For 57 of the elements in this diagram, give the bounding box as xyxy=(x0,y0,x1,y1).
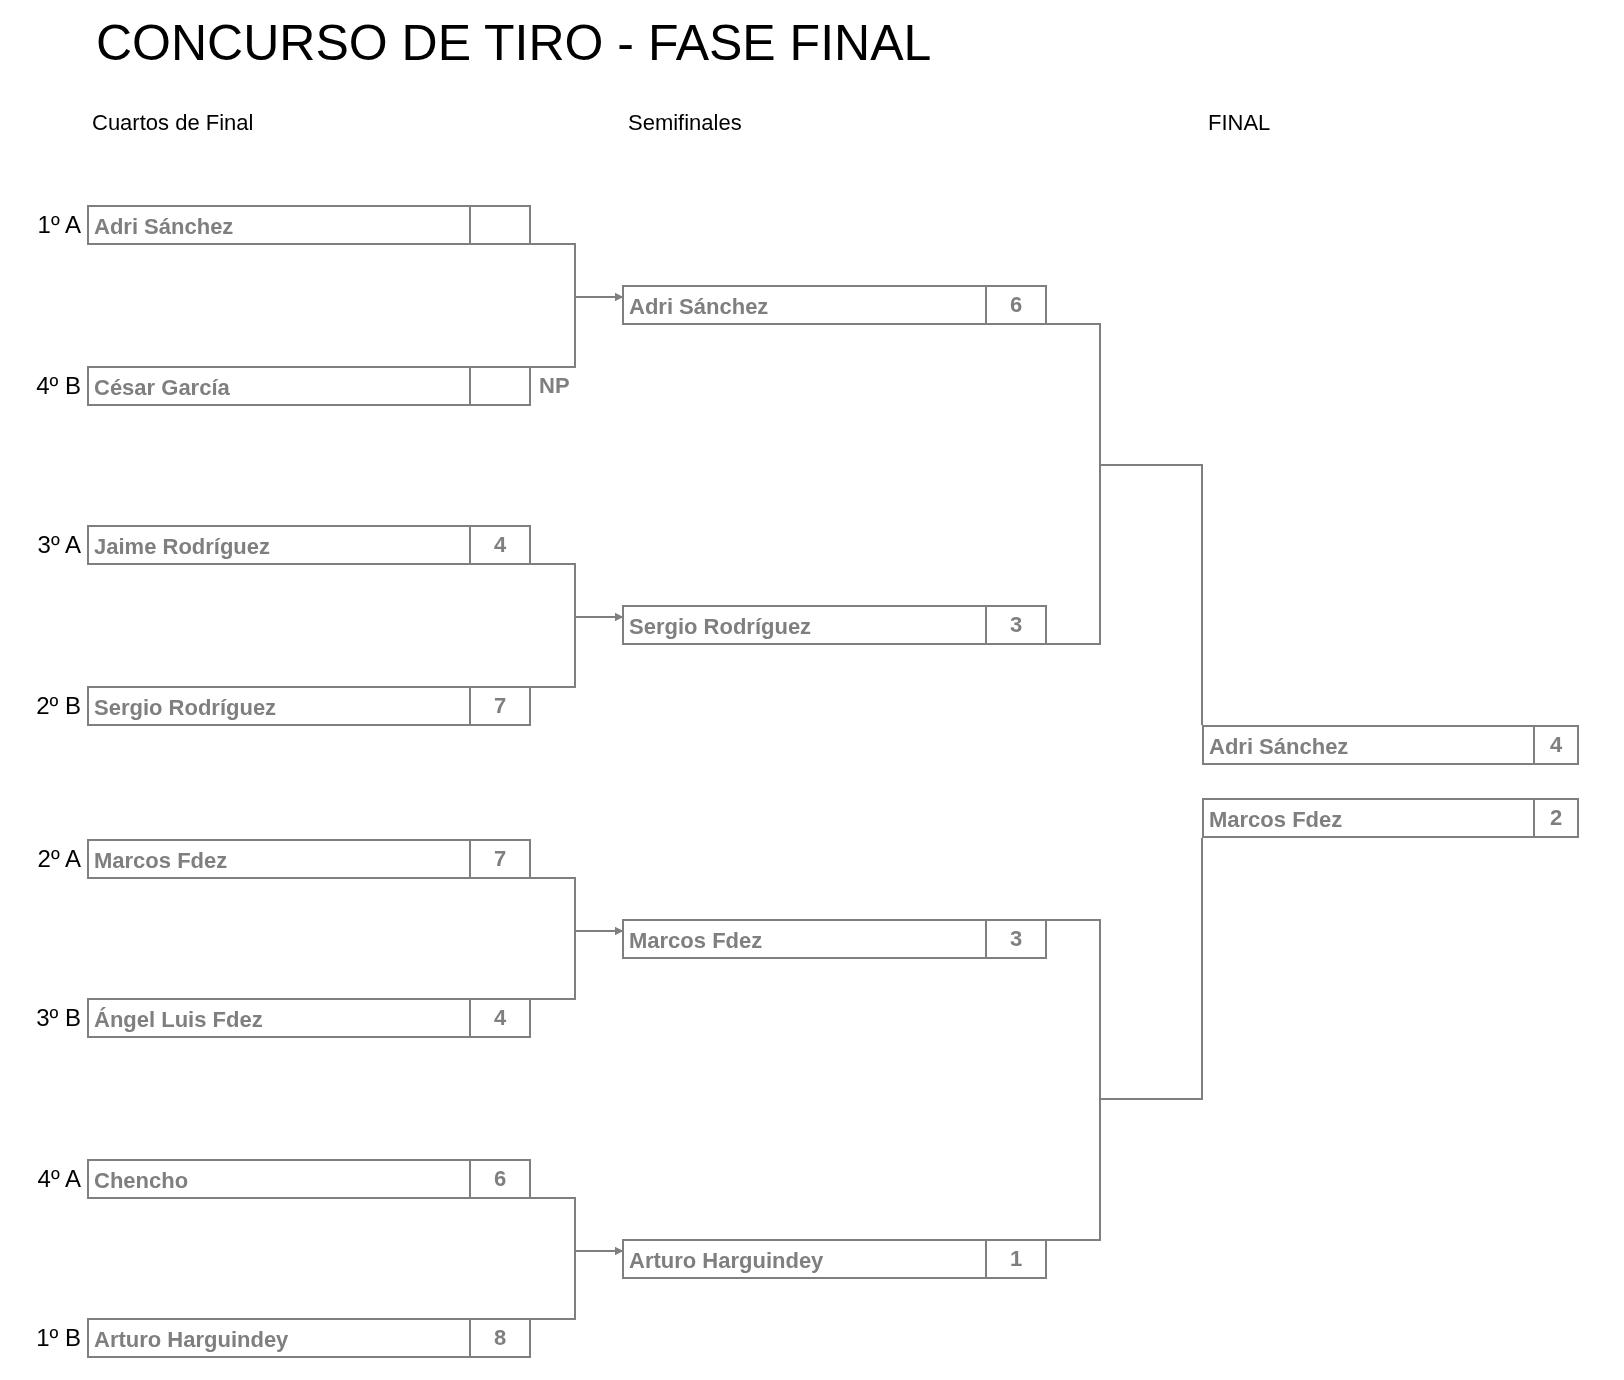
player-name: Arturo Harguindey xyxy=(629,1248,824,1274)
player-box xyxy=(87,366,531,406)
player-box xyxy=(87,998,531,1038)
player-box xyxy=(87,1159,531,1199)
score-cell: 3 xyxy=(985,921,1045,957)
player-box xyxy=(87,525,531,565)
player-box xyxy=(622,919,1047,959)
bracket-arrow xyxy=(530,927,623,1000)
score-cell: 6 xyxy=(469,1161,529,1197)
seed-label: 1º B xyxy=(36,1324,81,1352)
player-name: Chencho xyxy=(94,1168,189,1194)
seed-label: 2º B xyxy=(36,692,81,720)
player-name: Sergio Rodríguez xyxy=(629,614,812,640)
player-box xyxy=(622,285,1047,325)
player-name: Adri Sánchez xyxy=(94,214,234,240)
player-box xyxy=(1202,725,1579,765)
seed-label: 4º A xyxy=(37,1165,81,1193)
player-name: Adri Sánchez xyxy=(1209,734,1349,760)
score-cell: 2 xyxy=(1533,800,1577,836)
player-name: Marcos Fdez xyxy=(94,848,228,874)
seed-label: 3º A xyxy=(37,531,81,559)
player-box xyxy=(622,605,1047,645)
score-note: NP xyxy=(539,373,570,399)
player-name: Ángel Luis Fdez xyxy=(94,1007,263,1033)
score-cell: 4 xyxy=(469,527,529,563)
player-box xyxy=(622,1239,1047,1279)
seed-label: 2º A xyxy=(37,845,81,873)
bracket-arrow xyxy=(530,613,623,688)
bracket-arrow xyxy=(530,1247,623,1320)
player-name: Jaime Rodríguez xyxy=(94,534,271,560)
column-heading: Cuartos de Final xyxy=(92,110,254,136)
seed-label: 3º B xyxy=(36,1004,81,1032)
score-cell: 6 xyxy=(985,287,1045,323)
player-name: Adri Sánchez xyxy=(629,294,769,320)
score-cell: 7 xyxy=(469,688,529,724)
seed-label: 1º A xyxy=(37,211,81,239)
score-cell: 7 xyxy=(469,841,529,877)
player-name: Marcos Fdez xyxy=(629,928,763,954)
player-name: Arturo Harguindey xyxy=(94,1327,289,1353)
column-heading: Semifinales xyxy=(628,110,742,136)
score-cell: 4 xyxy=(1533,727,1577,763)
player-name: Sergio Rodríguez xyxy=(94,695,277,721)
player-box xyxy=(87,686,531,726)
score-cell: 4 xyxy=(469,1000,529,1036)
bracket-arrow xyxy=(530,293,623,368)
score-cell: 1 xyxy=(985,1241,1045,1277)
title: CONCURSO DE TIRO - FASE FINAL xyxy=(96,14,932,72)
score-cell: 3 xyxy=(985,607,1045,643)
player-name: César García xyxy=(94,375,230,401)
column-heading: FINAL xyxy=(1208,110,1271,136)
player-box xyxy=(1202,798,1579,838)
player-box xyxy=(87,1318,531,1358)
seed-label: 4º B xyxy=(36,372,81,400)
player-name: Marcos Fdez xyxy=(1209,807,1343,833)
player-box xyxy=(87,839,531,879)
player-box xyxy=(87,205,531,245)
score-cell: 8 xyxy=(469,1320,529,1356)
